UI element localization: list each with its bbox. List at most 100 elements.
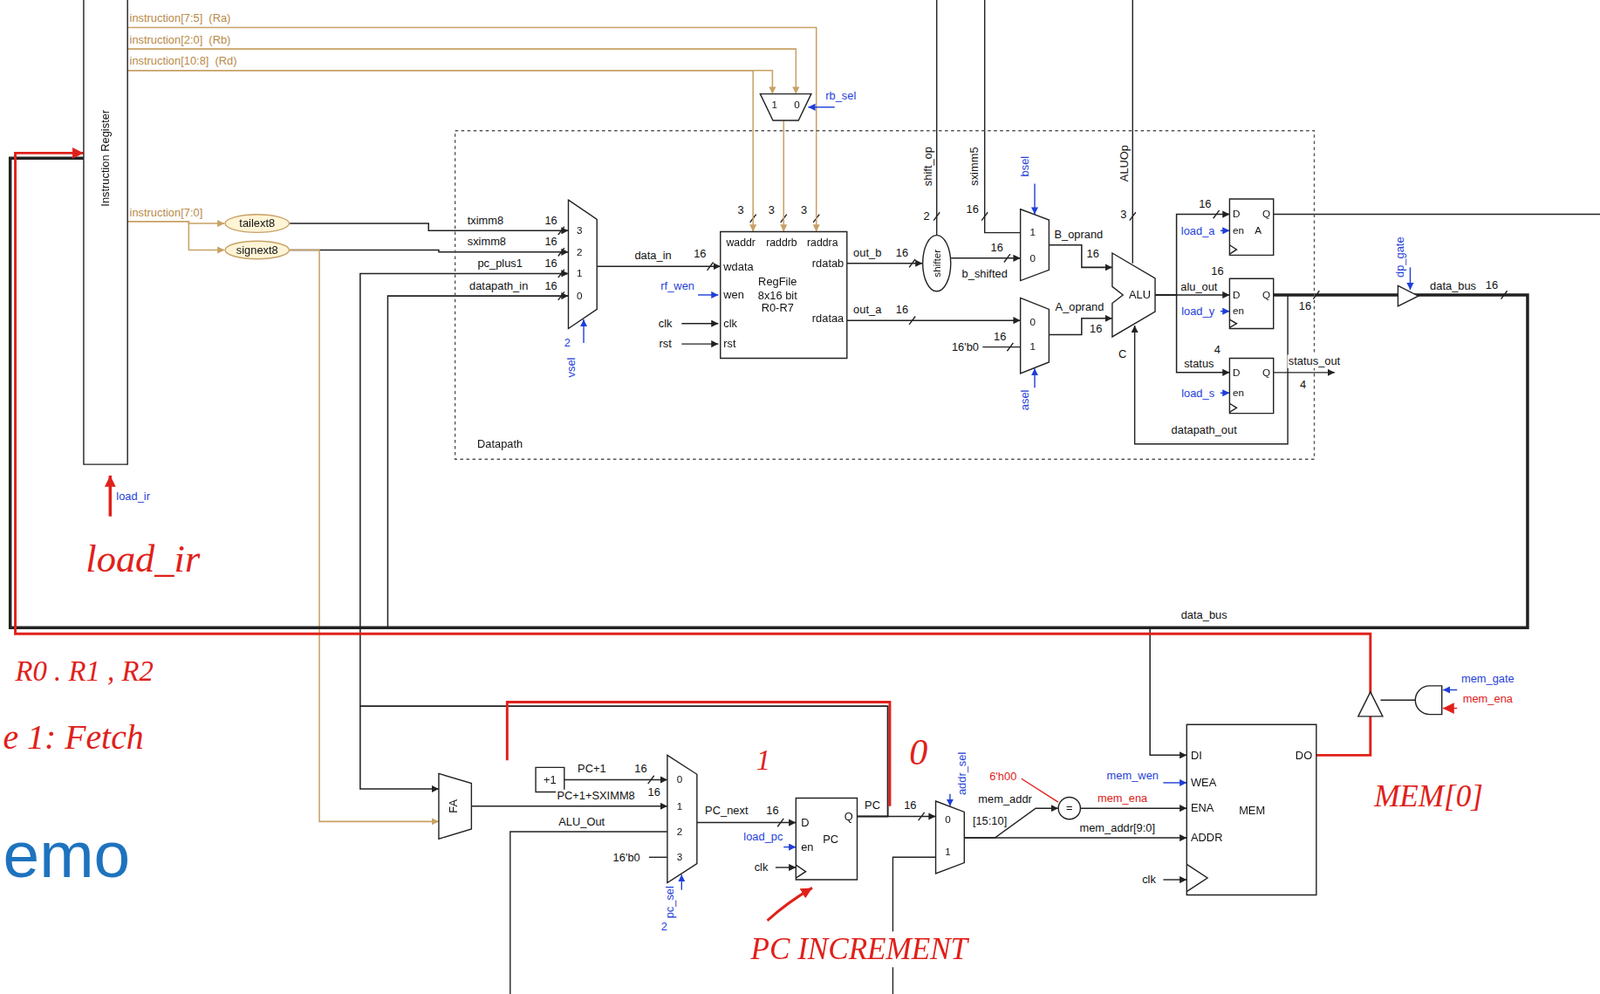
signal-label: data_bus <box>1180 608 1229 623</box>
wire <box>289 250 439 822</box>
node-text: D <box>1232 288 1240 301</box>
ellipse-outline <box>225 214 289 233</box>
signal-label: 16 <box>543 213 559 227</box>
signal-label: clk <box>1141 873 1157 887</box>
signal-label: 16 <box>1085 247 1101 261</box>
wire <box>697 821 796 824</box>
node-text: raddrb <box>765 235 798 248</box>
wire <box>127 48 796 94</box>
instruction-register: Instruction Register <box>83 0 128 465</box>
signal-label: b_shifted <box>960 266 1009 281</box>
control-signal-label: load_pc <box>742 830 784 844</box>
control-arrow <box>1220 310 1231 312</box>
clock-arrow <box>775 866 796 868</box>
handwritten-note: emo <box>1 817 131 893</box>
wire <box>596 265 721 267</box>
control-arrow <box>681 874 683 890</box>
signal-label: 16 <box>543 256 559 270</box>
control-arrow <box>1409 266 1411 290</box>
datapath-region: Datapath3210waddrraddrbraddrawdatawenclk… <box>455 130 1315 460</box>
box-outline <box>83 0 128 465</box>
signal-label: mem_addr[9:0] <box>1078 820 1156 835</box>
node-text: 0 <box>793 99 800 111</box>
signal-label: shift_op <box>921 145 935 187</box>
node-text: waddr <box>725 235 755 248</box>
ellipse-outline <box>923 235 951 292</box>
register-box: DQen <box>1229 357 1273 413</box>
control-signal-label: bsel <box>1018 155 1032 178</box>
clock-triangle <box>1229 403 1237 412</box>
zero-constant-wire <box>982 346 1020 348</box>
node-text: 1 <box>1029 226 1036 239</box>
extender-ellipse: signext8 <box>224 240 290 260</box>
node-text: Q <box>1262 208 1271 220</box>
box-outline <box>720 231 848 358</box>
signal-label: 16 <box>902 798 918 812</box>
signal-label: status <box>1182 356 1216 370</box>
tristate-buffer <box>1358 691 1383 717</box>
signal-label: clk <box>657 316 674 330</box>
node-text: 0 <box>1029 252 1036 264</box>
node-text: ENA <box>1190 801 1214 815</box>
control-arrow <box>582 319 584 343</box>
node-shape <box>1229 278 1273 329</box>
bus-width-tick <box>558 210 1508 827</box>
wire <box>1080 806 1188 809</box>
signal-label: out_a <box>852 302 883 316</box>
signal-label: rst <box>657 337 673 351</box>
node-text: en <box>800 840 814 854</box>
signal-label: 16 <box>989 241 1005 255</box>
signal-label: 16 <box>992 330 1008 344</box>
node-text: rdatab <box>812 256 844 270</box>
node-text: D <box>1232 366 1240 378</box>
box-outline <box>1186 724 1317 895</box>
control-arrow <box>1220 230 1231 232</box>
wire <box>1155 214 1230 295</box>
wire <box>471 805 668 807</box>
mux-outline <box>667 754 698 883</box>
mux-symbol: 10 <box>1020 209 1050 281</box>
signal-label: pc_plus1 <box>476 256 524 270</box>
register-box: DQen <box>1229 278 1273 329</box>
signal-label: 3 <box>736 204 746 218</box>
node-text: Instruction Register <box>98 109 112 207</box>
node-shape <box>567 199 597 329</box>
wire <box>950 257 1021 260</box>
control-arrow <box>697 294 718 295</box>
control-arrow <box>783 846 796 848</box>
signal-label: 2 <box>922 210 931 224</box>
node-text: 0 <box>576 289 583 301</box>
mux-outline <box>567 199 597 329</box>
tristate-buffer <box>1397 285 1418 306</box>
mux-symbol: 01 <box>936 800 965 874</box>
node-text: +1 <box>543 772 557 787</box>
signal-label: A_oprand <box>1053 300 1105 315</box>
shift-op-wire <box>936 0 937 235</box>
signal-label: 16 <box>646 785 662 799</box>
control-signal-label: asel <box>1018 388 1032 411</box>
memory-signal-label: mem_ena <box>1096 791 1149 805</box>
annotation-arrow <box>767 887 813 920</box>
signal-label: mem_addr <box>977 792 1033 806</box>
node-shape <box>1020 297 1050 374</box>
clock-triangle <box>795 864 806 878</box>
instruction-field-label: instruction[7:5] (Ra) <box>128 12 232 26</box>
handwritten-note: load_ir <box>84 536 201 582</box>
node-text: FA <box>446 799 460 814</box>
instruction-field-label: instruction[7:0] <box>128 205 204 219</box>
reg-a-output-wire <box>1273 213 1600 215</box>
sximm5-wire <box>984 0 1021 233</box>
handwritten-note: MEM[0] <box>1373 778 1484 814</box>
node-text: DI <box>1190 748 1203 762</box>
node-shape <box>1020 209 1050 281</box>
address-wire <box>892 856 936 994</box>
wire <box>289 223 568 231</box>
node-text: 2 <box>576 246 583 258</box>
wire <box>127 27 817 233</box>
signal-label: 16 <box>1197 197 1213 211</box>
signal-label: 16 <box>543 279 559 293</box>
node-text: RegFile 8x16 bit R0-R7 <box>752 275 802 315</box>
node-text: shifter <box>930 249 943 278</box>
control-arrow <box>1220 392 1231 394</box>
alu-symbol: ALU <box>1112 252 1156 337</box>
